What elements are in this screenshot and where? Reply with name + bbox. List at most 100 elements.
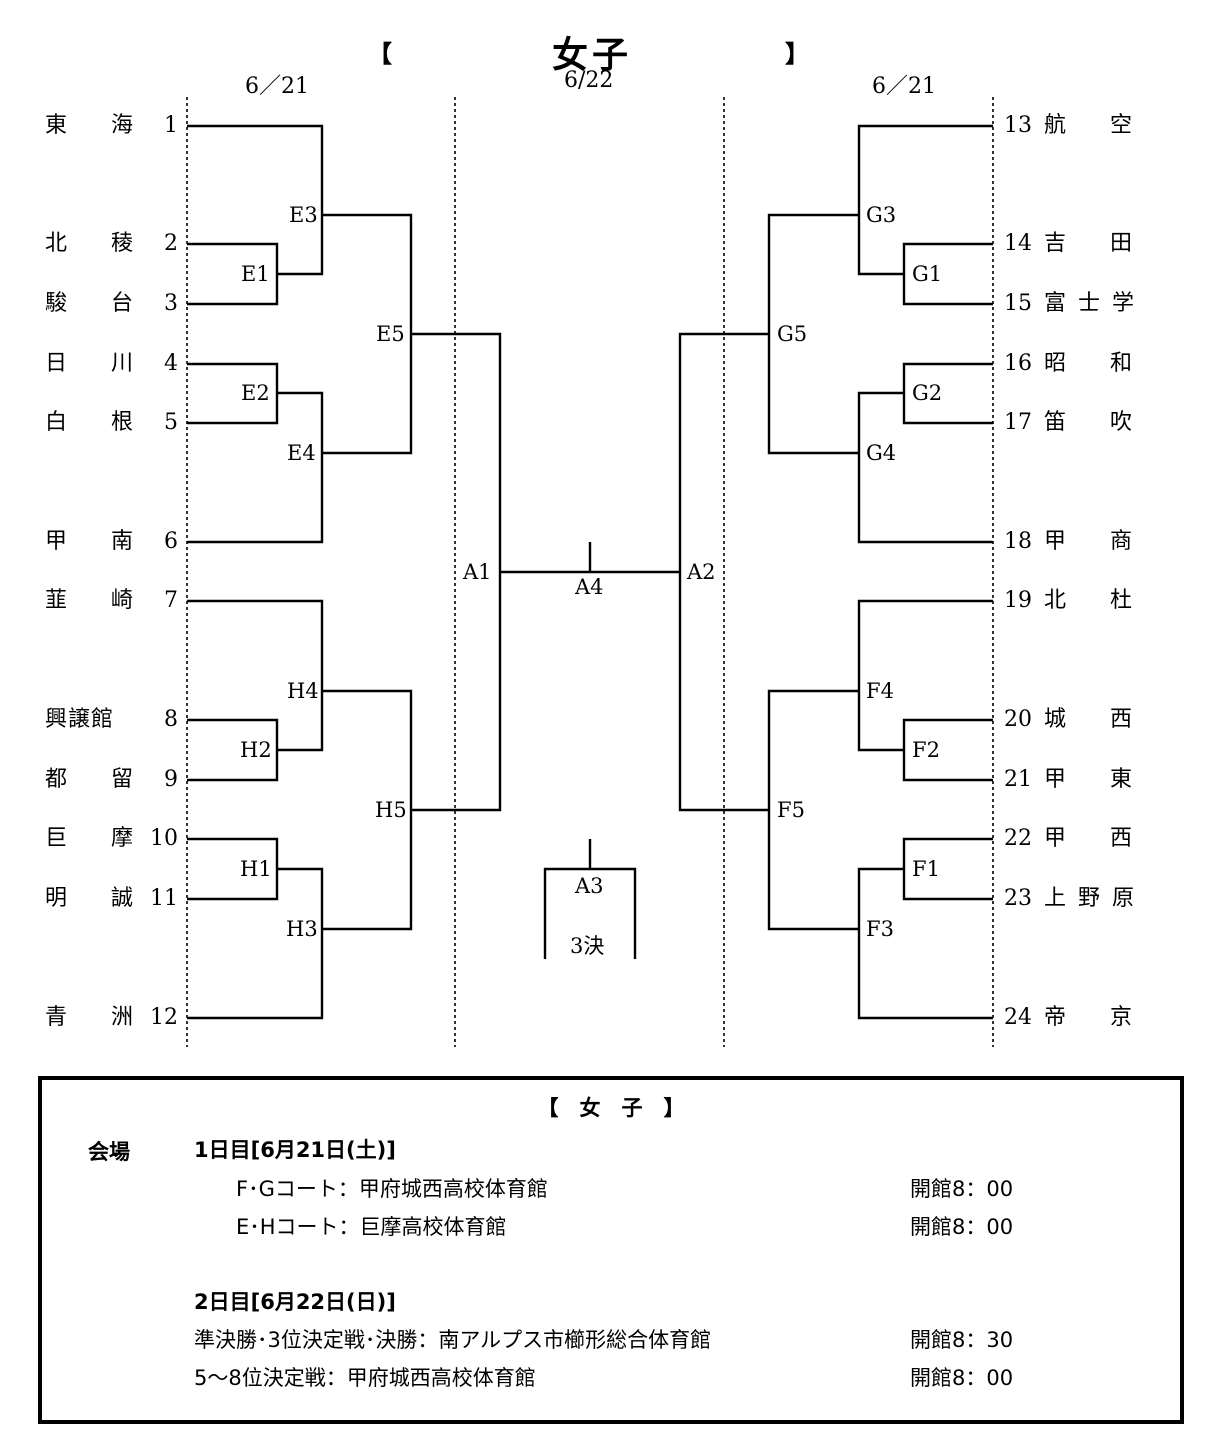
day1-open-fg: 開館8：00	[910, 1177, 1014, 1201]
match-e4-line	[187, 391, 324, 544]
team-row: 興譲館	[45, 705, 145, 735]
match-label-a2: A2	[687, 560, 716, 584]
team-row: 巨 摩	[45, 824, 145, 854]
team-seed: 19	[1004, 588, 1032, 613]
team-seed: 6	[164, 529, 178, 554]
match-label-h4: H4	[287, 679, 319, 703]
team-name: 都 留	[45, 767, 134, 792]
team-row: 甲 東	[1044, 765, 1154, 795]
team-name: 帝 京	[1044, 1005, 1133, 1030]
team-seed: 3	[164, 291, 178, 316]
team-row: 北 稜	[45, 229, 145, 259]
team-row: 笛 吹	[1044, 408, 1154, 438]
match-label-f2: F2	[912, 738, 940, 762]
team-name: 北 稜	[45, 231, 134, 256]
team-name: 昭 和	[1044, 351, 1133, 376]
match-h3-line	[187, 867, 324, 1020]
team-name: 上野原	[1044, 886, 1147, 911]
match-label-g2: G2	[912, 381, 943, 405]
team-name: 韮 崎	[45, 588, 134, 613]
match-f3-line	[857, 867, 993, 1020]
team-name: 巨 摩	[45, 826, 134, 851]
title-close-bracket: 】	[785, 39, 809, 68]
team-name: 吉 田	[1044, 231, 1133, 256]
day1-heading: 1日目[6月21日(土)]	[194, 1138, 396, 1162]
match-label-g3: G3	[866, 203, 897, 227]
match-label-e3: E3	[289, 203, 318, 227]
team-row: 都 留	[45, 765, 145, 795]
match-label-e5: E5	[376, 322, 405, 346]
team-row: 帝 京	[1044, 1003, 1154, 1033]
team-name: 甲 東	[1044, 767, 1133, 792]
team-row: 日 川	[45, 349, 145, 379]
match-label-e2: E2	[241, 381, 270, 405]
match-label-a3: A3	[575, 874, 604, 898]
match-label-h5: H5	[375, 798, 407, 822]
team-row: 甲 南	[45, 527, 145, 557]
team-name: 甲 西	[1044, 826, 1133, 851]
team-seed: 9	[164, 767, 178, 792]
team-seed: 15	[1004, 291, 1032, 316]
team-seed: 4	[164, 351, 178, 376]
team-row: 航 空	[1044, 111, 1154, 141]
match-label-third-place: 3決	[570, 934, 605, 958]
venue-label: 会場	[88, 1140, 130, 1164]
title-text: 女子	[552, 35, 633, 76]
team-seed: 8	[164, 707, 178, 732]
team-name: 興譲館	[45, 707, 115, 732]
team-seed: 5	[164, 410, 178, 435]
team-seed: 22	[1004, 826, 1032, 851]
team-row: 青 洲	[45, 1003, 145, 1033]
match-f4-line	[857, 599, 993, 752]
day1-open-eh: 開館8：00	[910, 1215, 1014, 1239]
team-name: 青 洲	[45, 1005, 134, 1030]
team-row: 明 誠	[45, 884, 145, 914]
team-row: 白 根	[45, 408, 145, 438]
team-row: 上野原	[1044, 884, 1154, 914]
match-label-a1: A1	[463, 560, 492, 584]
match-label-g5: G5	[777, 322, 808, 346]
match-g4-line	[857, 391, 993, 544]
match-label-g1: G1	[912, 262, 943, 286]
team-name: 日 川	[45, 351, 134, 376]
team-seed: 11	[150, 886, 178, 911]
team-name: 明 誠	[45, 886, 134, 911]
match-g3-line	[857, 124, 993, 276]
team-seed: 12	[150, 1005, 178, 1030]
team-name: 笛 吹	[1044, 410, 1133, 435]
team-row: 甲 西	[1044, 824, 1154, 854]
match-label-f1: F1	[912, 857, 940, 881]
team-name: 城 西	[1044, 707, 1133, 732]
team-seed: 2	[164, 231, 178, 256]
day1-venue-eh: E･Hコート：巨摩高校体育館	[236, 1215, 507, 1239]
match-label-f5: F5	[777, 798, 805, 822]
team-name: 東 海	[45, 113, 134, 138]
bracket-lines	[186, 97, 994, 1047]
team-row: 富士学	[1044, 289, 1154, 319]
title-open-bracket: 【	[368, 39, 392, 68]
team-seed: 10	[150, 826, 178, 851]
match-label-h3: H3	[286, 917, 318, 941]
team-name: 駿 台	[45, 291, 134, 316]
team-seed: 1	[164, 113, 178, 138]
team-name: 甲 商	[1044, 529, 1133, 554]
team-row: 韮 崎	[45, 586, 145, 616]
venue-info-box: 【 女 子 】 会場 1日目[6月21日(土)] F･Gコート：甲府城西高校体育…	[38, 1076, 1184, 1424]
match-label-e4: E4	[287, 441, 316, 465]
match-label-f4: F4	[866, 679, 894, 703]
day1-venue-fg: F･Gコート：甲府城西高校体育館	[236, 1177, 548, 1201]
match-label-h2: H2	[240, 738, 272, 762]
team-row: 甲 商	[1044, 527, 1154, 557]
team-row: 吉 田	[1044, 229, 1154, 259]
team-seed: 17	[1004, 410, 1032, 435]
date-center: 6/22	[564, 68, 614, 93]
match-label-h1: H1	[240, 857, 272, 881]
match-h4-line	[187, 599, 324, 752]
bracket-title: 【 女子 】	[0, 14, 1226, 76]
team-seed: 21	[1004, 767, 1032, 792]
team-seed: 16	[1004, 351, 1032, 376]
day2-venue-finals: 準決勝･3位決定戦･決勝：南アルプス市櫛形総合体育館	[194, 1328, 712, 1352]
team-seed: 13	[1004, 113, 1032, 138]
match-label-e1: E1	[241, 262, 270, 286]
team-seed: 18	[1004, 529, 1032, 554]
